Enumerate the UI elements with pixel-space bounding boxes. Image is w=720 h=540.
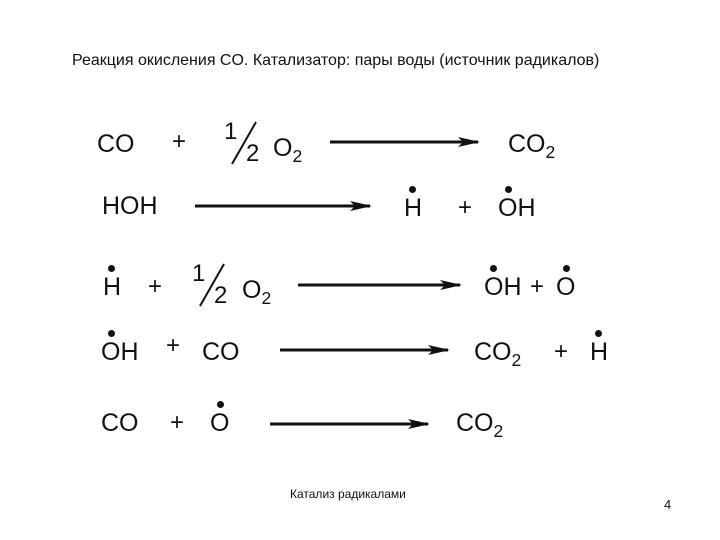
r1-frac-num: 1 [224,118,238,145]
r3-plus: + [148,273,163,300]
r4-oh: OH [101,338,139,366]
radical-dot [108,330,115,337]
radical-dot [217,401,224,408]
r3-plus-right: + [530,273,545,300]
r1-co2: CO2 [508,130,555,161]
r4-co2-subscript: 2 [511,350,522,371]
r3-o2-symbol: O [242,276,262,304]
footer-caption: Катализ радикалами [290,487,406,501]
r1-co: CO [97,130,135,158]
r4-co2: CO2 [474,338,521,369]
r2-plus: + [458,194,473,221]
radical-dot [563,265,570,272]
slide-title: Реакция окисления CO. Катализатор: пары … [72,52,600,69]
r1-o2-subscript: 2 [292,146,303,167]
r4-h-radical: H [590,330,609,366]
radical-dot [595,330,602,337]
r3-o2-subscript: 2 [261,288,272,309]
radical-dot [108,265,115,272]
r5-co2: CO2 [456,409,503,440]
r2-h-radical: H [404,186,423,222]
r5-plus: + [170,409,185,436]
r2-h: H [404,194,423,222]
r3-half-fraction: 1 2 [188,260,236,309]
r1-co2-subscript: 2 [545,142,556,163]
r1-half-fraction: 1 2 [220,118,268,167]
radical-dot [505,186,512,193]
r4-co2-symbol: CO [474,338,512,366]
r5-o: O [210,409,230,437]
r2-oh: OH [498,194,536,222]
r4-oh-radical: OH [101,330,139,366]
r4-plus-right: + [554,338,569,365]
r5-o-radical: O [210,401,230,437]
r3-frac-num: 1 [192,260,206,287]
r3-oh: OH [484,273,522,301]
r2-hoh: HOH [102,192,158,220]
r1-co2-symbol: CO [508,130,546,158]
r3-h: H [103,273,122,301]
r3-frac-den: 2 [214,282,228,309]
radical-dot [490,265,497,272]
r1-o2-symbol: O [273,134,293,162]
r1-o2: O2 [273,134,302,165]
r3-o: O [556,273,576,301]
r3-h-radical: H [103,265,122,301]
r4-plus: + [166,332,181,359]
r4-co: CO [202,338,240,366]
r4-h: H [590,338,609,366]
radical-dot [409,186,416,193]
r3-o-radical: O [556,265,576,301]
page-number: 4 [664,497,672,512]
r5-co2-symbol: CO [456,409,494,437]
r3-o2: O2 [242,276,271,307]
r1-frac-den: 2 [246,140,260,167]
r5-co2-subscript: 2 [493,421,504,442]
r3-oh-radical: OH [484,265,522,301]
r1-plus: + [172,128,187,155]
r2-oh-radical: OH [498,186,536,222]
r5-co: CO [101,409,139,437]
